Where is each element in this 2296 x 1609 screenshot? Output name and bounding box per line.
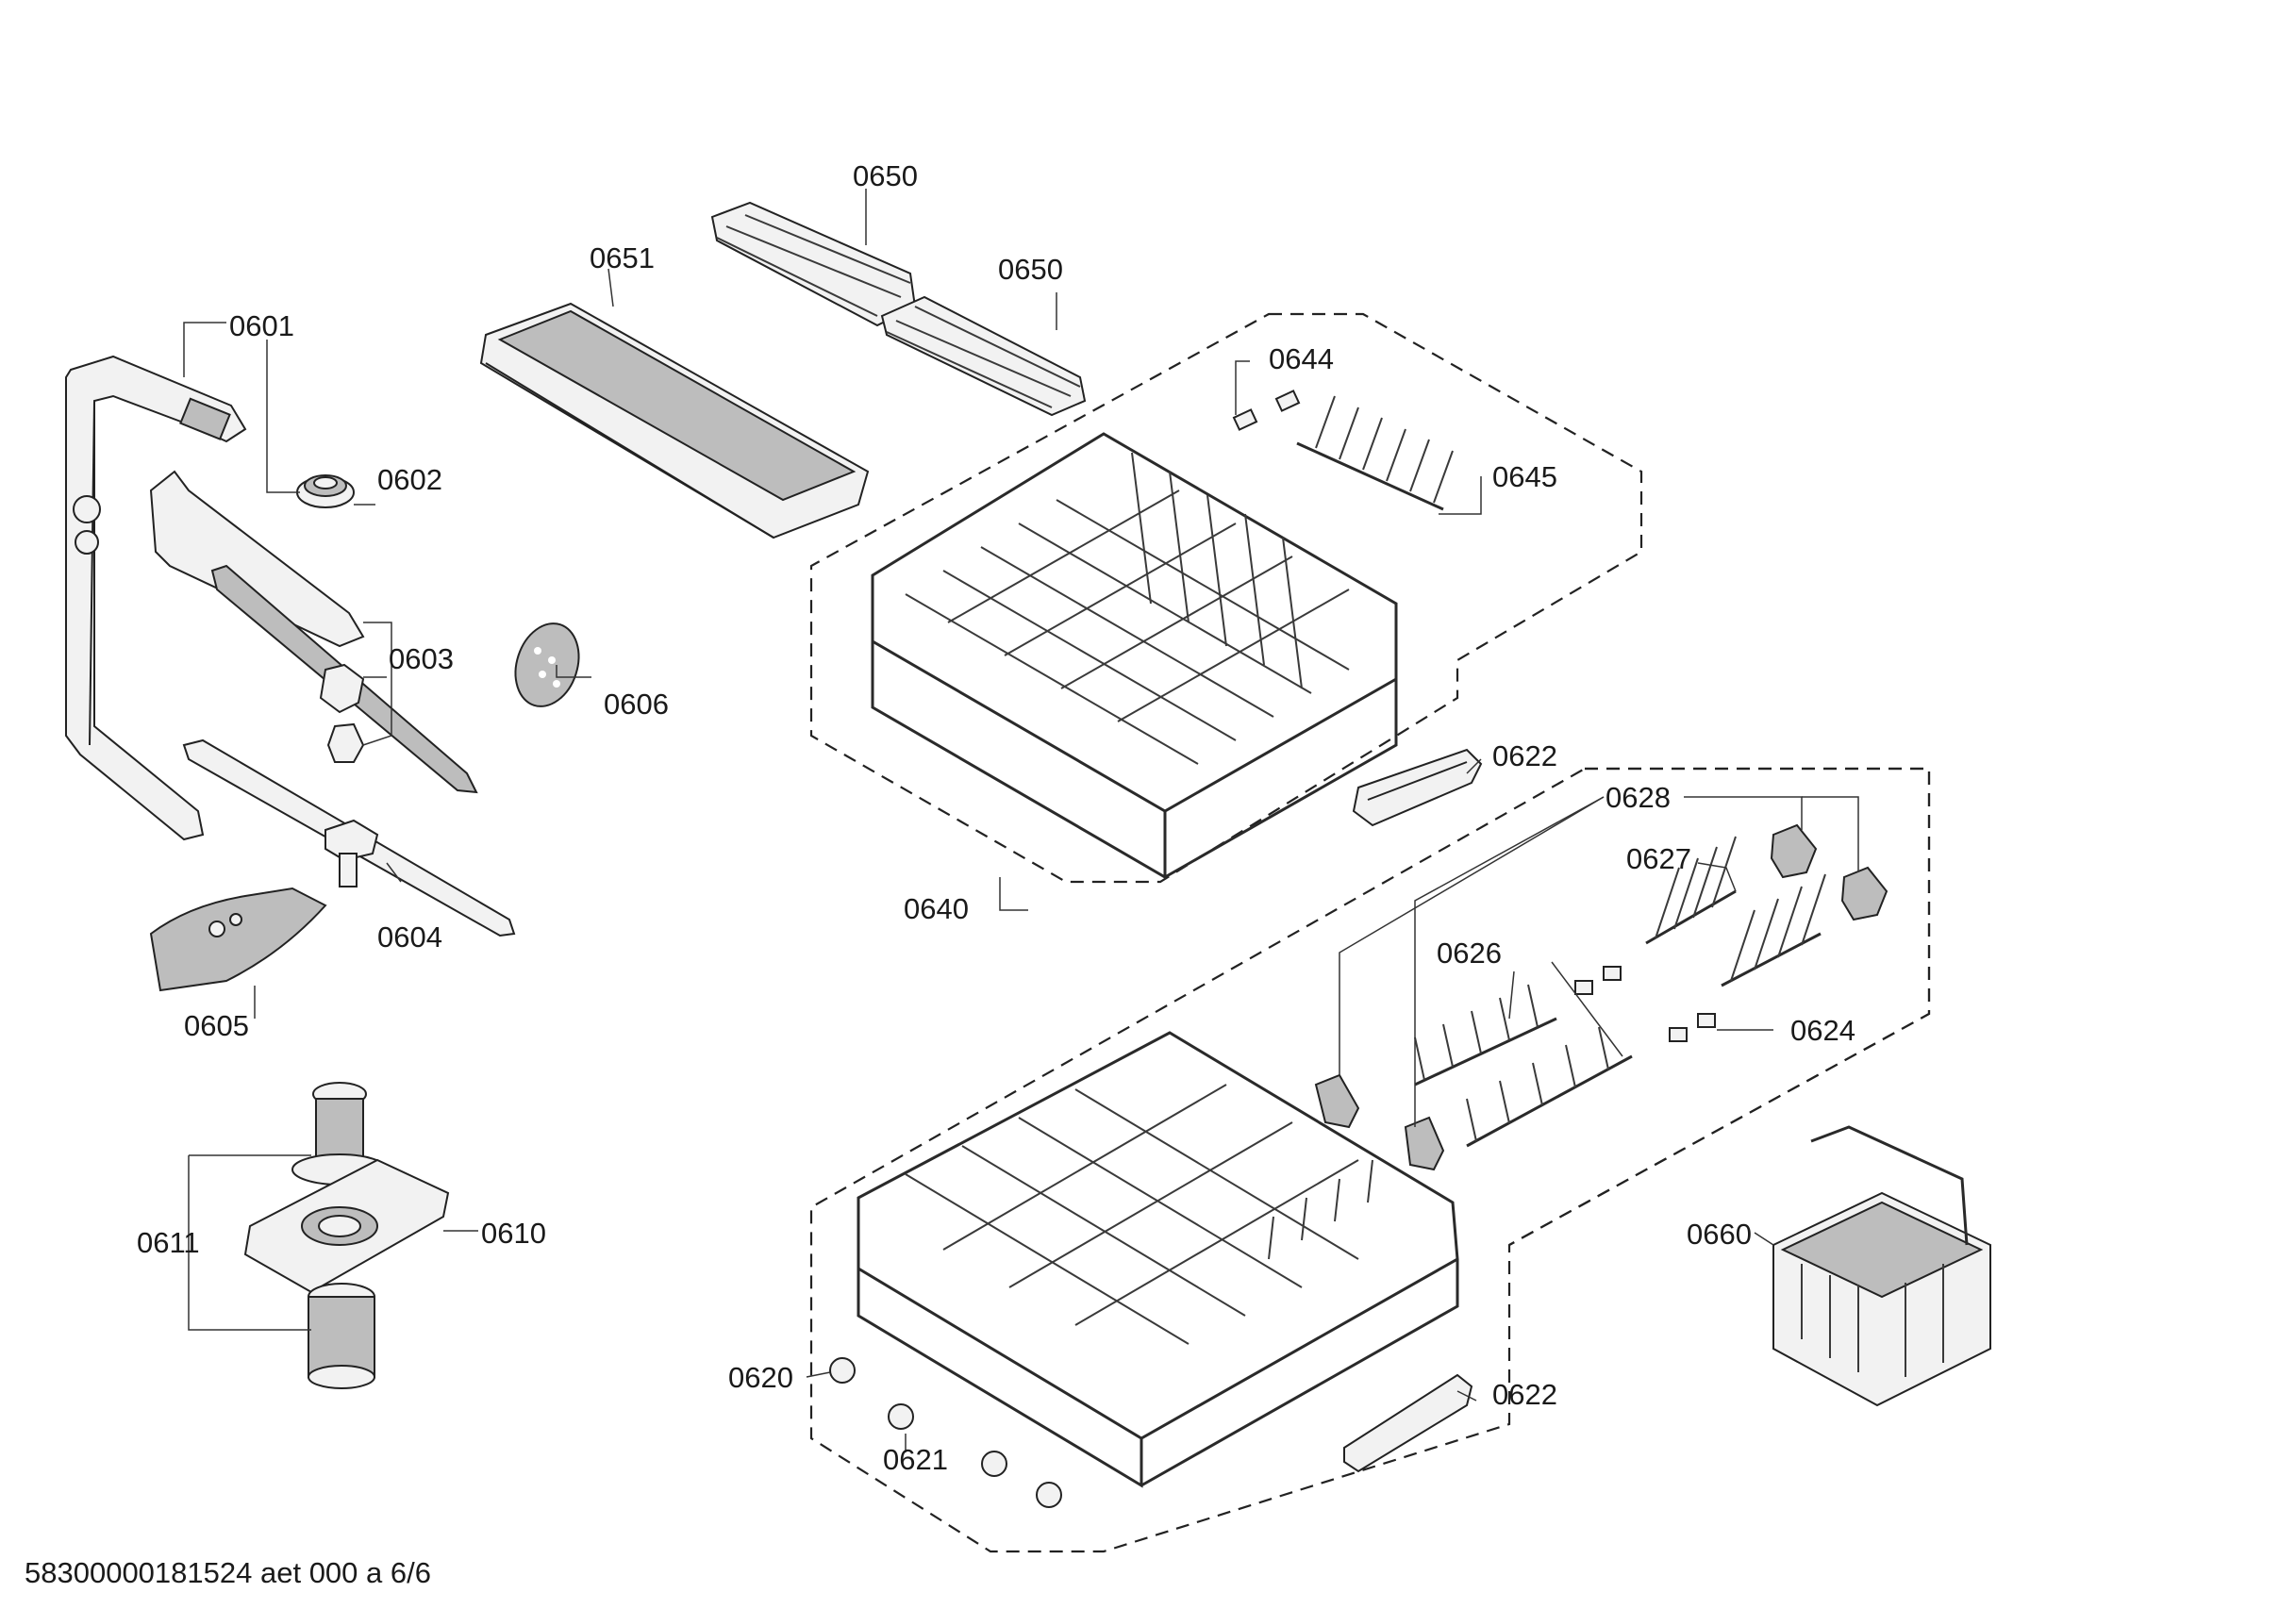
upper-rack-part: [871, 432, 1398, 880]
label-0622-upper: 0622: [1492, 739, 1557, 772]
label-0624: 0624: [1790, 1014, 1855, 1047]
label-0611: 0611: [137, 1226, 200, 1259]
label-0604: 0604: [377, 921, 442, 954]
label-0640: 0640: [904, 892, 969, 925]
drawing-reference: 58300000181524 aet 000 a 6/6: [25, 1556, 431, 1589]
folding-rack-upper-part: [710, 201, 917, 327]
upper-spray-arm-part: [149, 470, 478, 794]
sump-filter-part: [243, 1082, 450, 1389]
label-0620: 0620: [728, 1361, 793, 1394]
tine-rows-part: [1414, 984, 1633, 1148]
label-0601: 0601: [229, 309, 294, 342]
handle-lower-part: [1343, 1373, 1473, 1473]
leader-lines: [183, 189, 1859, 1452]
folding-rack-lower-part: [880, 295, 1087, 417]
cup-shelf-part: [1296, 395, 1454, 511]
small-clips-part: [1574, 966, 1716, 1042]
label-0605: 0605: [184, 1009, 249, 1042]
label-0626: 0626: [1437, 937, 1502, 970]
label-0651: 0651: [590, 241, 655, 274]
label-0621: 0621: [883, 1443, 948, 1476]
label-0622-lower: 0622: [1492, 1378, 1557, 1411]
nut-part: [296, 474, 355, 508]
label-0602: 0602: [377, 463, 442, 496]
lower-spray-arm-part: [182, 738, 516, 937]
holder-parts: [1314, 1073, 1445, 1171]
filter-disk-part: [514, 622, 580, 707]
folding-spikes-part: [1645, 836, 1826, 987]
label-0610: 0610: [481, 1217, 546, 1250]
handle-upper-part: [1352, 748, 1483, 827]
label-0650-lower: 0650: [998, 253, 1063, 286]
upper-rack-group-outline: [809, 312, 1643, 884]
label-0628: 0628: [1606, 781, 1671, 814]
label-0606: 0606: [604, 688, 669, 721]
label-0660: 0660: [1687, 1218, 1752, 1251]
accessory-group-outline: [1508, 767, 1931, 1246]
label-0627: 0627: [1626, 842, 1691, 875]
label-0603: 0603: [389, 642, 454, 675]
supply-pipe-part: [65, 355, 247, 841]
label-0645: 0645: [1492, 460, 1557, 493]
label-0650-upper: 0650: [853, 159, 918, 192]
fine-filter-part: [149, 887, 327, 992]
lower-rack-part: [857, 1031, 1459, 1488]
clip-part: [1232, 390, 1301, 431]
label-0644: 0644: [1269, 342, 1334, 375]
cutlery-basket-part: [1772, 1125, 1991, 1407]
rack-bearing-part: [1770, 823, 1888, 921]
rack-wheels-part: [829, 1357, 1062, 1508]
cutlery-tray-part: [479, 302, 870, 539]
